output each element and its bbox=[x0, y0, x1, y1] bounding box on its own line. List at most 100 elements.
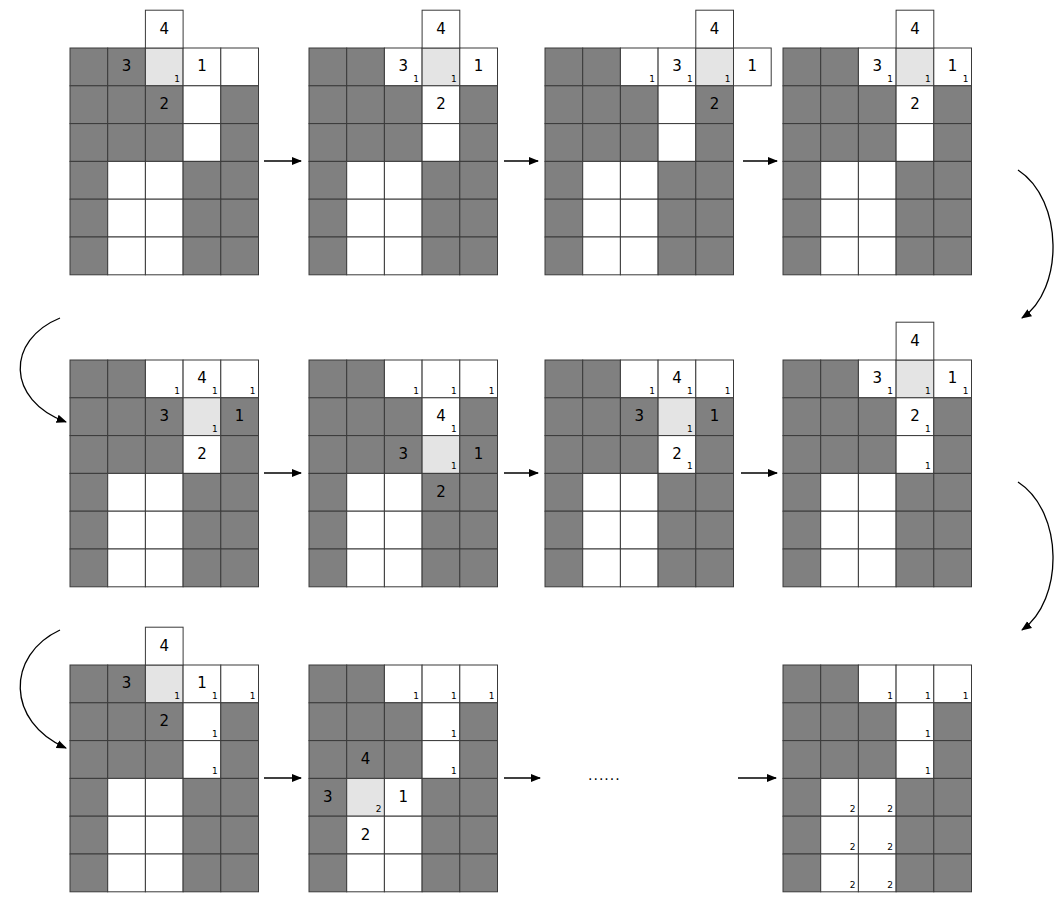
grid-cell bbox=[858, 237, 896, 275]
grid-cell bbox=[620, 237, 658, 275]
grid-cell bbox=[347, 199, 385, 237]
visit-count: 1 bbox=[963, 75, 969, 84]
grid-cell bbox=[70, 816, 108, 854]
grid-cell bbox=[934, 161, 972, 199]
grid-cell bbox=[545, 398, 583, 436]
grid-cell bbox=[384, 511, 422, 549]
grid-cell bbox=[460, 48, 498, 86]
grid-cell bbox=[384, 436, 422, 474]
sensor-number: 4 bbox=[897, 323, 933, 359]
grid-cell bbox=[620, 398, 658, 436]
visit-count: 1 bbox=[212, 767, 218, 776]
sensor-number: 2 bbox=[897, 87, 933, 123]
grid-cell bbox=[347, 816, 385, 854]
grid-cell bbox=[422, 816, 460, 854]
grid-cell bbox=[696, 549, 734, 587]
grid-cell bbox=[221, 161, 259, 199]
grid-cell bbox=[183, 549, 221, 587]
grid-cell bbox=[896, 237, 934, 275]
visit-count: 1 bbox=[925, 75, 931, 84]
grid-cell bbox=[70, 549, 108, 587]
grid-cell bbox=[145, 398, 183, 436]
sensor-number: 2 bbox=[697, 87, 733, 123]
grid-cell bbox=[545, 549, 583, 587]
grid-cell bbox=[460, 703, 498, 741]
grid-cell bbox=[145, 854, 183, 892]
sensor-number: 3 bbox=[385, 437, 421, 473]
grid-cell bbox=[783, 741, 821, 779]
grid-cell bbox=[309, 398, 347, 436]
grid-cell bbox=[145, 124, 183, 162]
grid-cell bbox=[783, 816, 821, 854]
grid-cell bbox=[620, 48, 658, 86]
grid-cell bbox=[783, 854, 821, 892]
grid-cell bbox=[934, 86, 972, 124]
grid-cell bbox=[422, 665, 460, 703]
grid-cell bbox=[384, 199, 422, 237]
grid-cell bbox=[460, 237, 498, 275]
grid-cell bbox=[460, 436, 498, 474]
grid-cell bbox=[221, 436, 259, 474]
grid-cell bbox=[460, 124, 498, 162]
grid-cell bbox=[309, 237, 347, 275]
grid-cell bbox=[583, 473, 621, 511]
grid-cell bbox=[70, 703, 108, 741]
grid-cell bbox=[422, 86, 460, 124]
grid-cell bbox=[108, 816, 146, 854]
grid-cell bbox=[858, 124, 896, 162]
grid-cell bbox=[583, 161, 621, 199]
grid-cell bbox=[696, 124, 734, 162]
grid-cell bbox=[183, 511, 221, 549]
sensor-number: 2 bbox=[348, 817, 384, 853]
grid-cell bbox=[821, 48, 859, 86]
grid-cell bbox=[934, 360, 972, 398]
grid-cell bbox=[422, 398, 460, 436]
grid-cell bbox=[583, 436, 621, 474]
grid-cell bbox=[347, 741, 385, 779]
grid-cell bbox=[422, 741, 460, 779]
grid-cell bbox=[896, 741, 934, 779]
grid-cell bbox=[896, 778, 934, 816]
wrap-arrow bbox=[1018, 170, 1053, 318]
grid-cell bbox=[70, 161, 108, 199]
visit-count: 1 bbox=[963, 387, 969, 396]
visit-count: 1 bbox=[925, 425, 931, 434]
grid-cell bbox=[783, 549, 821, 587]
grid-cell bbox=[545, 199, 583, 237]
grid-cell bbox=[108, 124, 146, 162]
step-arrow bbox=[264, 777, 301, 778]
grid-cell bbox=[347, 360, 385, 398]
visit-count: 1 bbox=[212, 730, 218, 739]
grid-cell bbox=[821, 665, 859, 703]
grid-cell bbox=[896, 360, 934, 398]
grid-cell bbox=[384, 398, 422, 436]
sensor-number: 2 bbox=[146, 704, 182, 740]
grid-cell bbox=[347, 703, 385, 741]
grid-cell bbox=[545, 86, 583, 124]
visit-count: 1 bbox=[489, 387, 495, 396]
grid-cell bbox=[422, 549, 460, 587]
grid-cell bbox=[858, 778, 896, 816]
grid-cell bbox=[783, 360, 821, 398]
grid-cell bbox=[221, 360, 259, 398]
grid-cell bbox=[896, 665, 934, 703]
grid-cell bbox=[422, 199, 460, 237]
grid-cell bbox=[858, 665, 896, 703]
grid-cell bbox=[183, 161, 221, 199]
visit-count: 1 bbox=[212, 425, 218, 434]
grid-cell bbox=[658, 511, 696, 549]
sensor-number: 4 bbox=[146, 11, 182, 47]
grid-cell bbox=[108, 398, 146, 436]
grid-cell bbox=[696, 473, 734, 511]
grid-cell bbox=[821, 124, 859, 162]
grid-cell bbox=[821, 778, 859, 816]
grid-cell bbox=[422, 511, 460, 549]
visit-count: 1 bbox=[413, 75, 419, 84]
grid-cell bbox=[309, 549, 347, 587]
grid-cell bbox=[384, 665, 422, 703]
grid-cell bbox=[783, 398, 821, 436]
sensor-number: 2 bbox=[423, 87, 459, 123]
grid-cell bbox=[783, 778, 821, 816]
grid-cell bbox=[347, 237, 385, 275]
